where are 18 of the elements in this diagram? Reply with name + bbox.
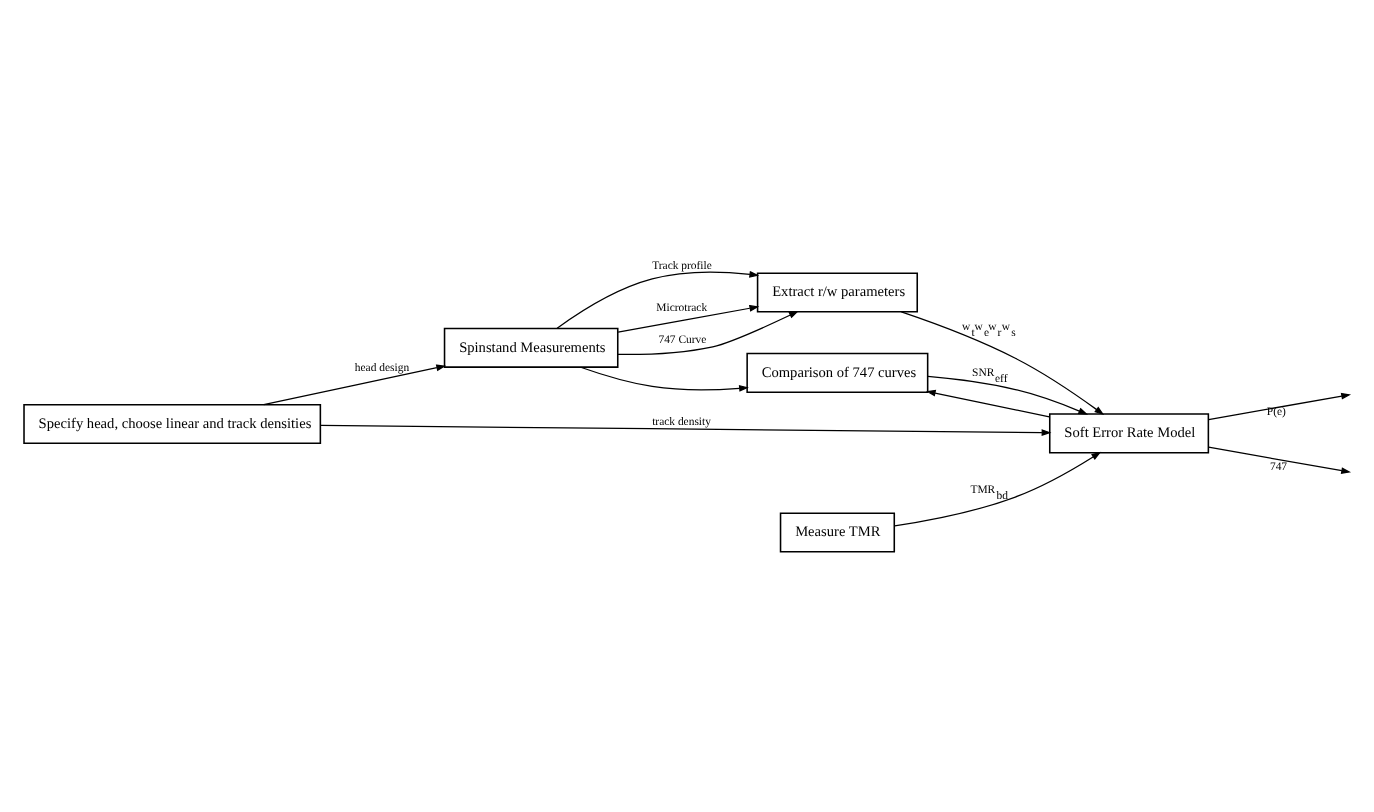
arrow [319,424,1052,436]
node-box: Specify head, choose linear and track densities [23,403,322,445]
arrow [1207,446,1352,474]
arrow [894,451,1102,527]
arrow [925,389,1050,418]
node-box: Extract r/w parameters [756,272,918,313]
arrow [263,364,447,406]
arrow [580,366,749,392]
node-box: Measure TMR [779,512,896,553]
node-box: Comparison of 747 curves [746,352,929,393]
arrow [900,311,1105,416]
arrow [617,304,760,333]
arrow [617,311,799,356]
node-box: Spinstand Measurements [443,327,619,368]
arrow [1207,392,1352,421]
node-box: Soft Error Rate Model [1048,413,1210,454]
arrow [556,270,760,329]
arrow [927,375,1089,415]
